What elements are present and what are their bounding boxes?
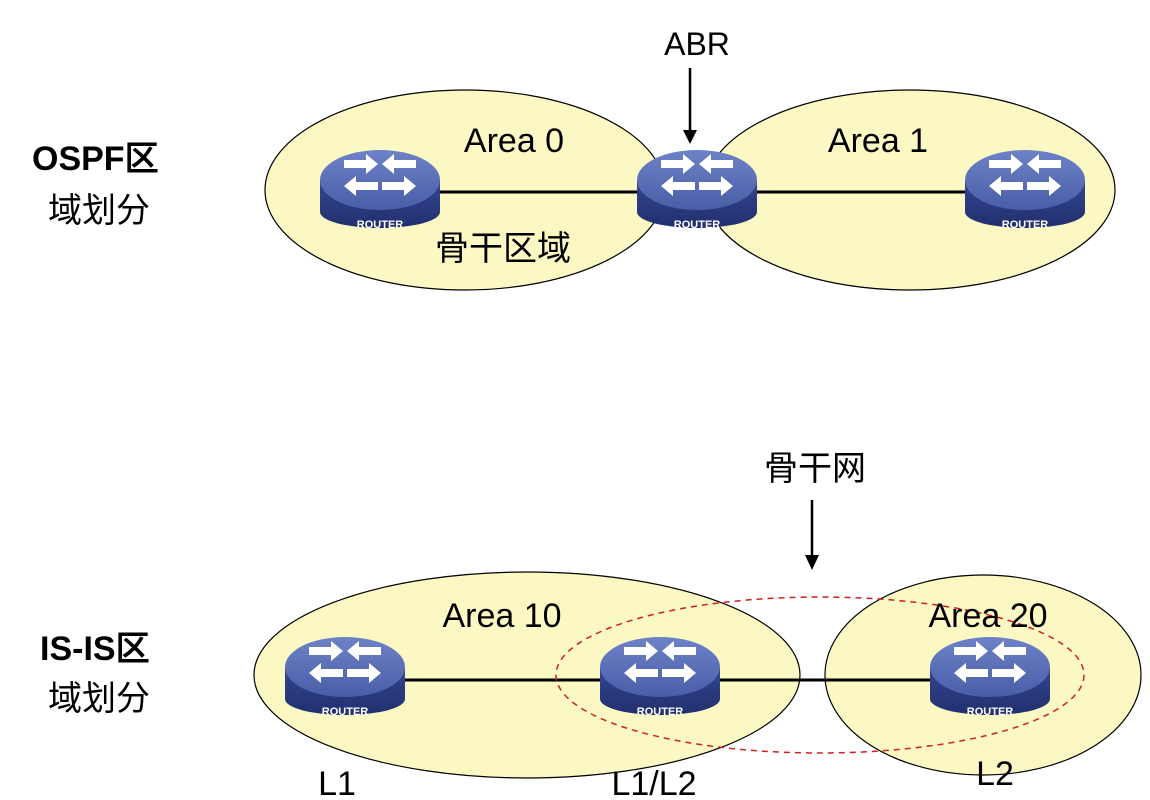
router-label: ROUTER bbox=[357, 219, 404, 231]
router-label: ROUTER bbox=[967, 706, 1014, 718]
router-ospf-left: ROUTER bbox=[320, 150, 440, 231]
router-icon bbox=[600, 637, 720, 715]
abr-arrowhead bbox=[683, 130, 697, 144]
router-isis-middle: ROUTER bbox=[600, 637, 720, 718]
router-label: ROUTER bbox=[674, 219, 721, 231]
router-isis-right: ROUTER bbox=[930, 637, 1050, 718]
isis-title-line1: IS-IS区 bbox=[40, 630, 150, 668]
ospf-section: ROUTER ROUTER ROUTER OSPF区 域划分 ABR Area … bbox=[32, 26, 1116, 291]
isis-title-line2: 域划分 bbox=[48, 679, 150, 719]
backbone-dashed-ellipse bbox=[555, 596, 1085, 754]
router-icon bbox=[320, 150, 440, 228]
ospf-title-line2: 域划分 bbox=[48, 191, 150, 231]
backbone-area-label: 骨干区域 bbox=[435, 229, 571, 269]
area20-label: Area 20 bbox=[928, 597, 1047, 635]
abr-label: ABR bbox=[664, 26, 730, 62]
backbone-label: 骨干网 bbox=[764, 449, 866, 489]
router-label: ROUTER bbox=[322, 706, 369, 718]
router-ospf-abr: ROUTER bbox=[637, 150, 757, 231]
router-icon bbox=[930, 637, 1050, 715]
l2-label: L2 bbox=[976, 755, 1014, 793]
router-icon bbox=[285, 637, 405, 715]
area10-ellipse bbox=[253, 571, 801, 779]
isis-section: ROUTER ROUTER ROUTER IS-IS区 域划分 骨干网 Area… bbox=[40, 449, 1142, 800]
router-isis-left: ROUTER bbox=[285, 637, 405, 718]
router-icon bbox=[965, 150, 1085, 228]
router-icon bbox=[637, 150, 757, 228]
area10-label: Area 10 bbox=[442, 597, 561, 635]
area1-label: Area 1 bbox=[828, 122, 928, 160]
router-label: ROUTER bbox=[637, 706, 684, 718]
l1-label: L1 bbox=[318, 765, 356, 800]
l1l2-label: L1/L2 bbox=[611, 765, 696, 800]
ospf-title-line1: OSPF区 bbox=[32, 140, 159, 178]
router-label: ROUTER bbox=[1002, 219, 1049, 231]
backbone-arrowhead bbox=[805, 555, 819, 570]
area0-label: Area 0 bbox=[464, 122, 564, 160]
router-ospf-right: ROUTER bbox=[965, 150, 1085, 231]
